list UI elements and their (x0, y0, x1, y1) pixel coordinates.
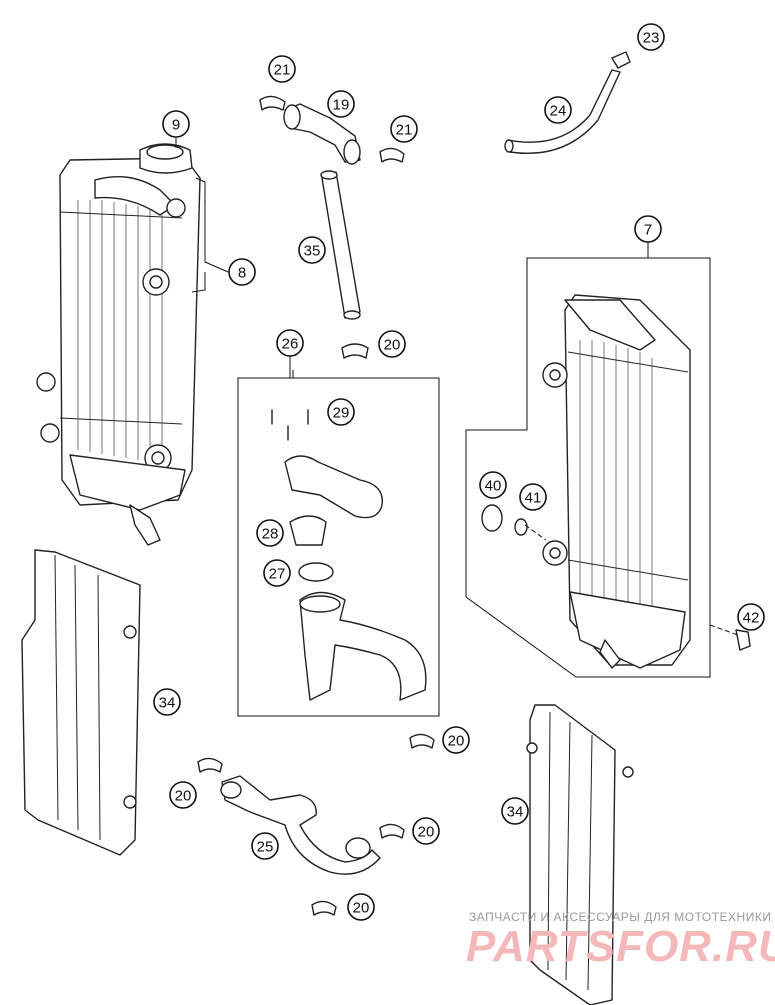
callout-label: 42 (743, 610, 760, 627)
callout-8: 8 (228, 258, 256, 286)
grommet-40 (481, 504, 503, 532)
callout-label: 20 (384, 337, 401, 354)
callout-34: 34 (153, 688, 181, 716)
callout-label: 7 (644, 222, 652, 239)
callout-label: 27 (269, 566, 286, 583)
watermark-tagline: ЗАПЧАСТИ И АКСЕССУАРЫ ДЛЯ МОТОТЕХНИКИ (469, 910, 772, 924)
callout-21: 21 (268, 55, 296, 83)
callout-25: 25 (251, 832, 279, 860)
clamp-20-e (311, 900, 337, 916)
callout-26: 26 (276, 329, 304, 357)
callout-27: 27 (263, 559, 291, 587)
callout-23: 23 (637, 23, 665, 51)
callout-28: 28 (256, 519, 284, 547)
callout-label: 19 (333, 97, 350, 114)
callout-label: 34 (159, 695, 176, 712)
callout-20: 20 (378, 330, 406, 358)
callout-label: 24 (550, 103, 567, 120)
callout-label: 20 (175, 788, 192, 805)
washer-41 (514, 518, 528, 536)
hose-19 (259, 95, 405, 165)
callout-label: 26 (282, 336, 299, 353)
hose-assembly-26 (299, 591, 427, 701)
callout-label: 25 (257, 839, 274, 856)
right-radiator (542, 294, 751, 669)
callout-41: 41 (519, 483, 547, 511)
clamp-20-d (379, 823, 405, 839)
callout-19: 19 (327, 90, 355, 118)
callout-label: 29 (333, 405, 350, 422)
kit-26-frame (237, 377, 440, 717)
clamp-20-b (197, 757, 223, 773)
callout-29: 29 (327, 398, 355, 426)
left-radiator (36, 143, 201, 546)
hose-25 (220, 775, 381, 875)
clamp-20-c (409, 733, 435, 749)
callout-42: 42 (737, 603, 765, 631)
callout-label: 34 (507, 804, 524, 821)
callout-label: 23 (643, 30, 660, 47)
callout-34: 34 (501, 797, 529, 825)
housing-28 (284, 455, 384, 582)
callout-label: 35 (304, 243, 321, 260)
callout-21: 21 (390, 115, 418, 143)
callout-label: 20 (448, 733, 465, 750)
callout-20: 20 (442, 726, 470, 754)
guard-34-left (21, 549, 141, 856)
callout-20: 20 (347, 893, 375, 921)
callout-label: 40 (485, 478, 502, 495)
callout-label: 21 (274, 62, 291, 79)
callout-label: 8 (238, 265, 246, 282)
callout-20: 20 (412, 817, 440, 845)
callout-label: 21 (396, 122, 413, 139)
callout-9: 9 (162, 110, 190, 138)
callout-label: 20 (418, 824, 435, 841)
callout-7: 7 (634, 215, 662, 243)
callout-label: 41 (525, 490, 542, 507)
callout-35: 35 (298, 236, 326, 264)
clamp-20-a (341, 343, 369, 359)
callout-24: 24 (544, 96, 572, 124)
screws-29 (271, 409, 309, 441)
leader-lines (175, 138, 739, 678)
callout-label: 28 (262, 526, 279, 543)
guard-34-right (526, 704, 634, 1005)
callout-label: 9 (172, 117, 180, 134)
hose-24 (504, 51, 631, 155)
watermark-logo: PARTSFOR.RU (466, 922, 775, 971)
pipe-35 (320, 170, 361, 320)
callout-label: 20 (353, 900, 370, 917)
callout-40: 40 (479, 471, 507, 499)
callout-20: 20 (169, 781, 197, 809)
